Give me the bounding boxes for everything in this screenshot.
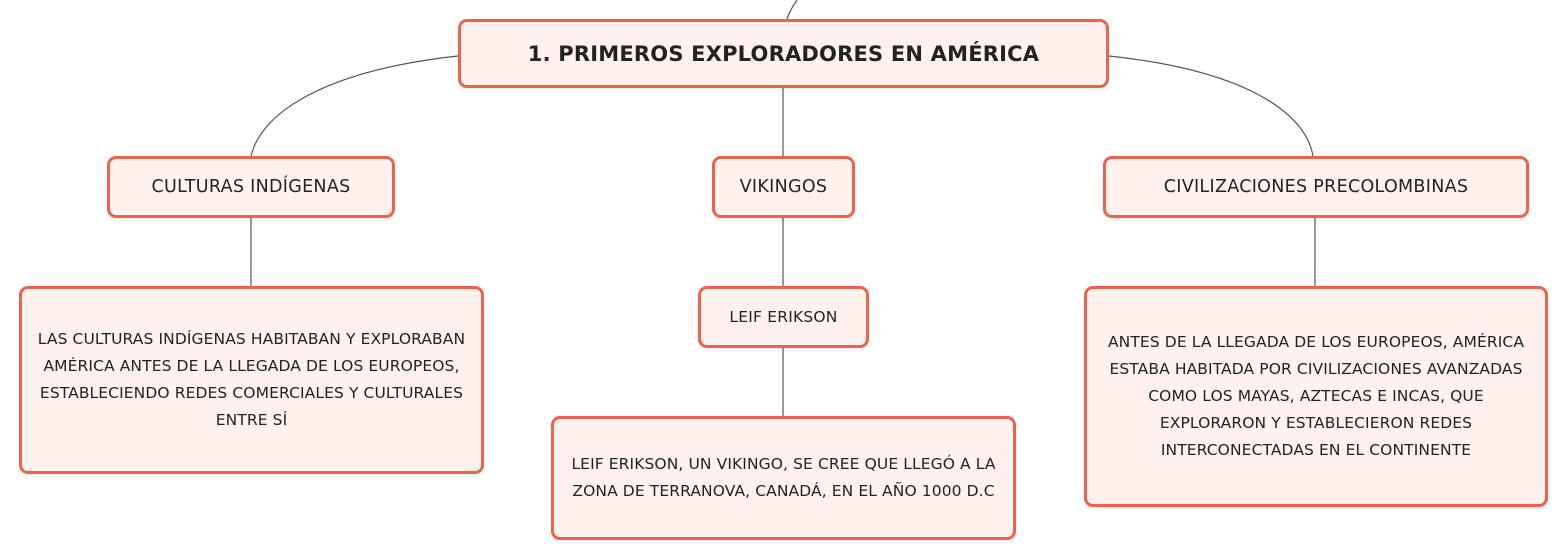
node-culturas-indigenas[interactable]: CULTURAS INDÍGENAS bbox=[107, 156, 395, 218]
leif-erikson-description-text: LEIF ERIKSON, UN VIKINGO, SE CREE QUE LL… bbox=[571, 455, 996, 500]
node-civilizaciones-precolombinas[interactable]: CIVILIZACIONES PRECOLOMBINAS bbox=[1103, 156, 1529, 218]
civilizaciones-precolombinas-description-text: ANTES DE LA LLEGADA DE LOS EUROPEOS, AMÉ… bbox=[1107, 333, 1525, 459]
node-vikingos-label: VIKINGOS bbox=[739, 177, 828, 197]
culturas-indigenas-description-text: LAS CULTURAS INDÍGENAS HABITABAN Y EXPLO… bbox=[37, 330, 466, 429]
root-node-label: 1. PRIMEROS EXPLORADORES EN AMÉRICA bbox=[527, 41, 1040, 66]
connector-incoming-root bbox=[786, 0, 798, 20]
connector-root-to-culturas bbox=[250, 55, 459, 157]
node-leif-erikson-label: LEIF ERIKSON bbox=[729, 308, 838, 326]
node-civilizaciones-precolombinas-description[interactable]: ANTES DE LA LLEGADA DE LOS EUROPEOS, AMÉ… bbox=[1084, 286, 1548, 507]
node-leif-erikson[interactable]: LEIF ERIKSON bbox=[698, 286, 869, 348]
node-culturas-indigenas-description[interactable]: LAS CULTURAS INDÍGENAS HABITABAN Y EXPLO… bbox=[19, 286, 484, 474]
node-civilizaciones-precolombinas-label: CIVILIZACIONES PRECOLOMBINAS bbox=[1163, 177, 1469, 197]
connector-root-to-civilizaciones bbox=[1108, 55, 1314, 157]
node-culturas-indigenas-label: CULTURAS INDÍGENAS bbox=[151, 177, 351, 197]
root-node[interactable]: 1. PRIMEROS EXPLORADORES EN AMÉRICA bbox=[458, 19, 1109, 88]
node-leif-erikson-description[interactable]: LEIF ERIKSON, UN VIKINGO, SE CREE QUE LL… bbox=[551, 416, 1016, 540]
node-vikingos[interactable]: VIKINGOS bbox=[712, 156, 855, 218]
